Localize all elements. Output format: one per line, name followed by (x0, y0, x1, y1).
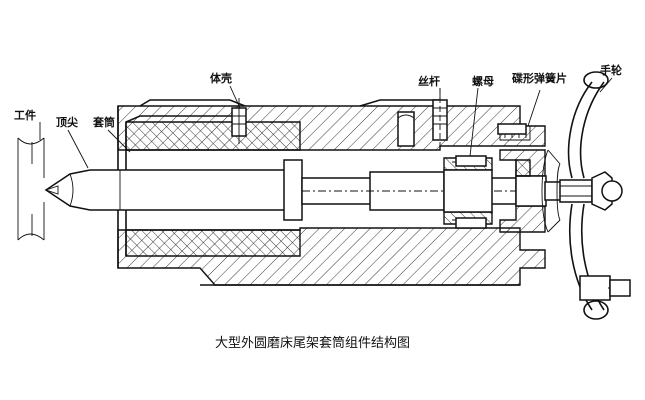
center-point (44, 169, 301, 211)
workpiece (17, 137, 45, 241)
label-sleeve: 套筒 (93, 115, 115, 129)
label-nut: 螺母 (472, 74, 494, 88)
nut (443, 157, 493, 225)
label-center: 顶尖 (56, 115, 78, 129)
label-handwheel: 手轮 (600, 63, 622, 77)
label-body: 体壳 (210, 71, 232, 85)
housing-screws (231, 88, 527, 229)
label-screw: 丝杆 (418, 74, 440, 88)
handwheel-hub (559, 171, 623, 211)
handwheel (541, 71, 631, 320)
figure-caption: 大型外圆磨床尾架套筒组件结构图 (215, 335, 410, 351)
key-block (283, 159, 303, 221)
label-disc-spring: 碟形弹簧片 (512, 71, 567, 85)
label-workpiece: 工件 (14, 108, 36, 122)
sleeve (125, 115, 301, 257)
leader-lines (39, 77, 613, 169)
